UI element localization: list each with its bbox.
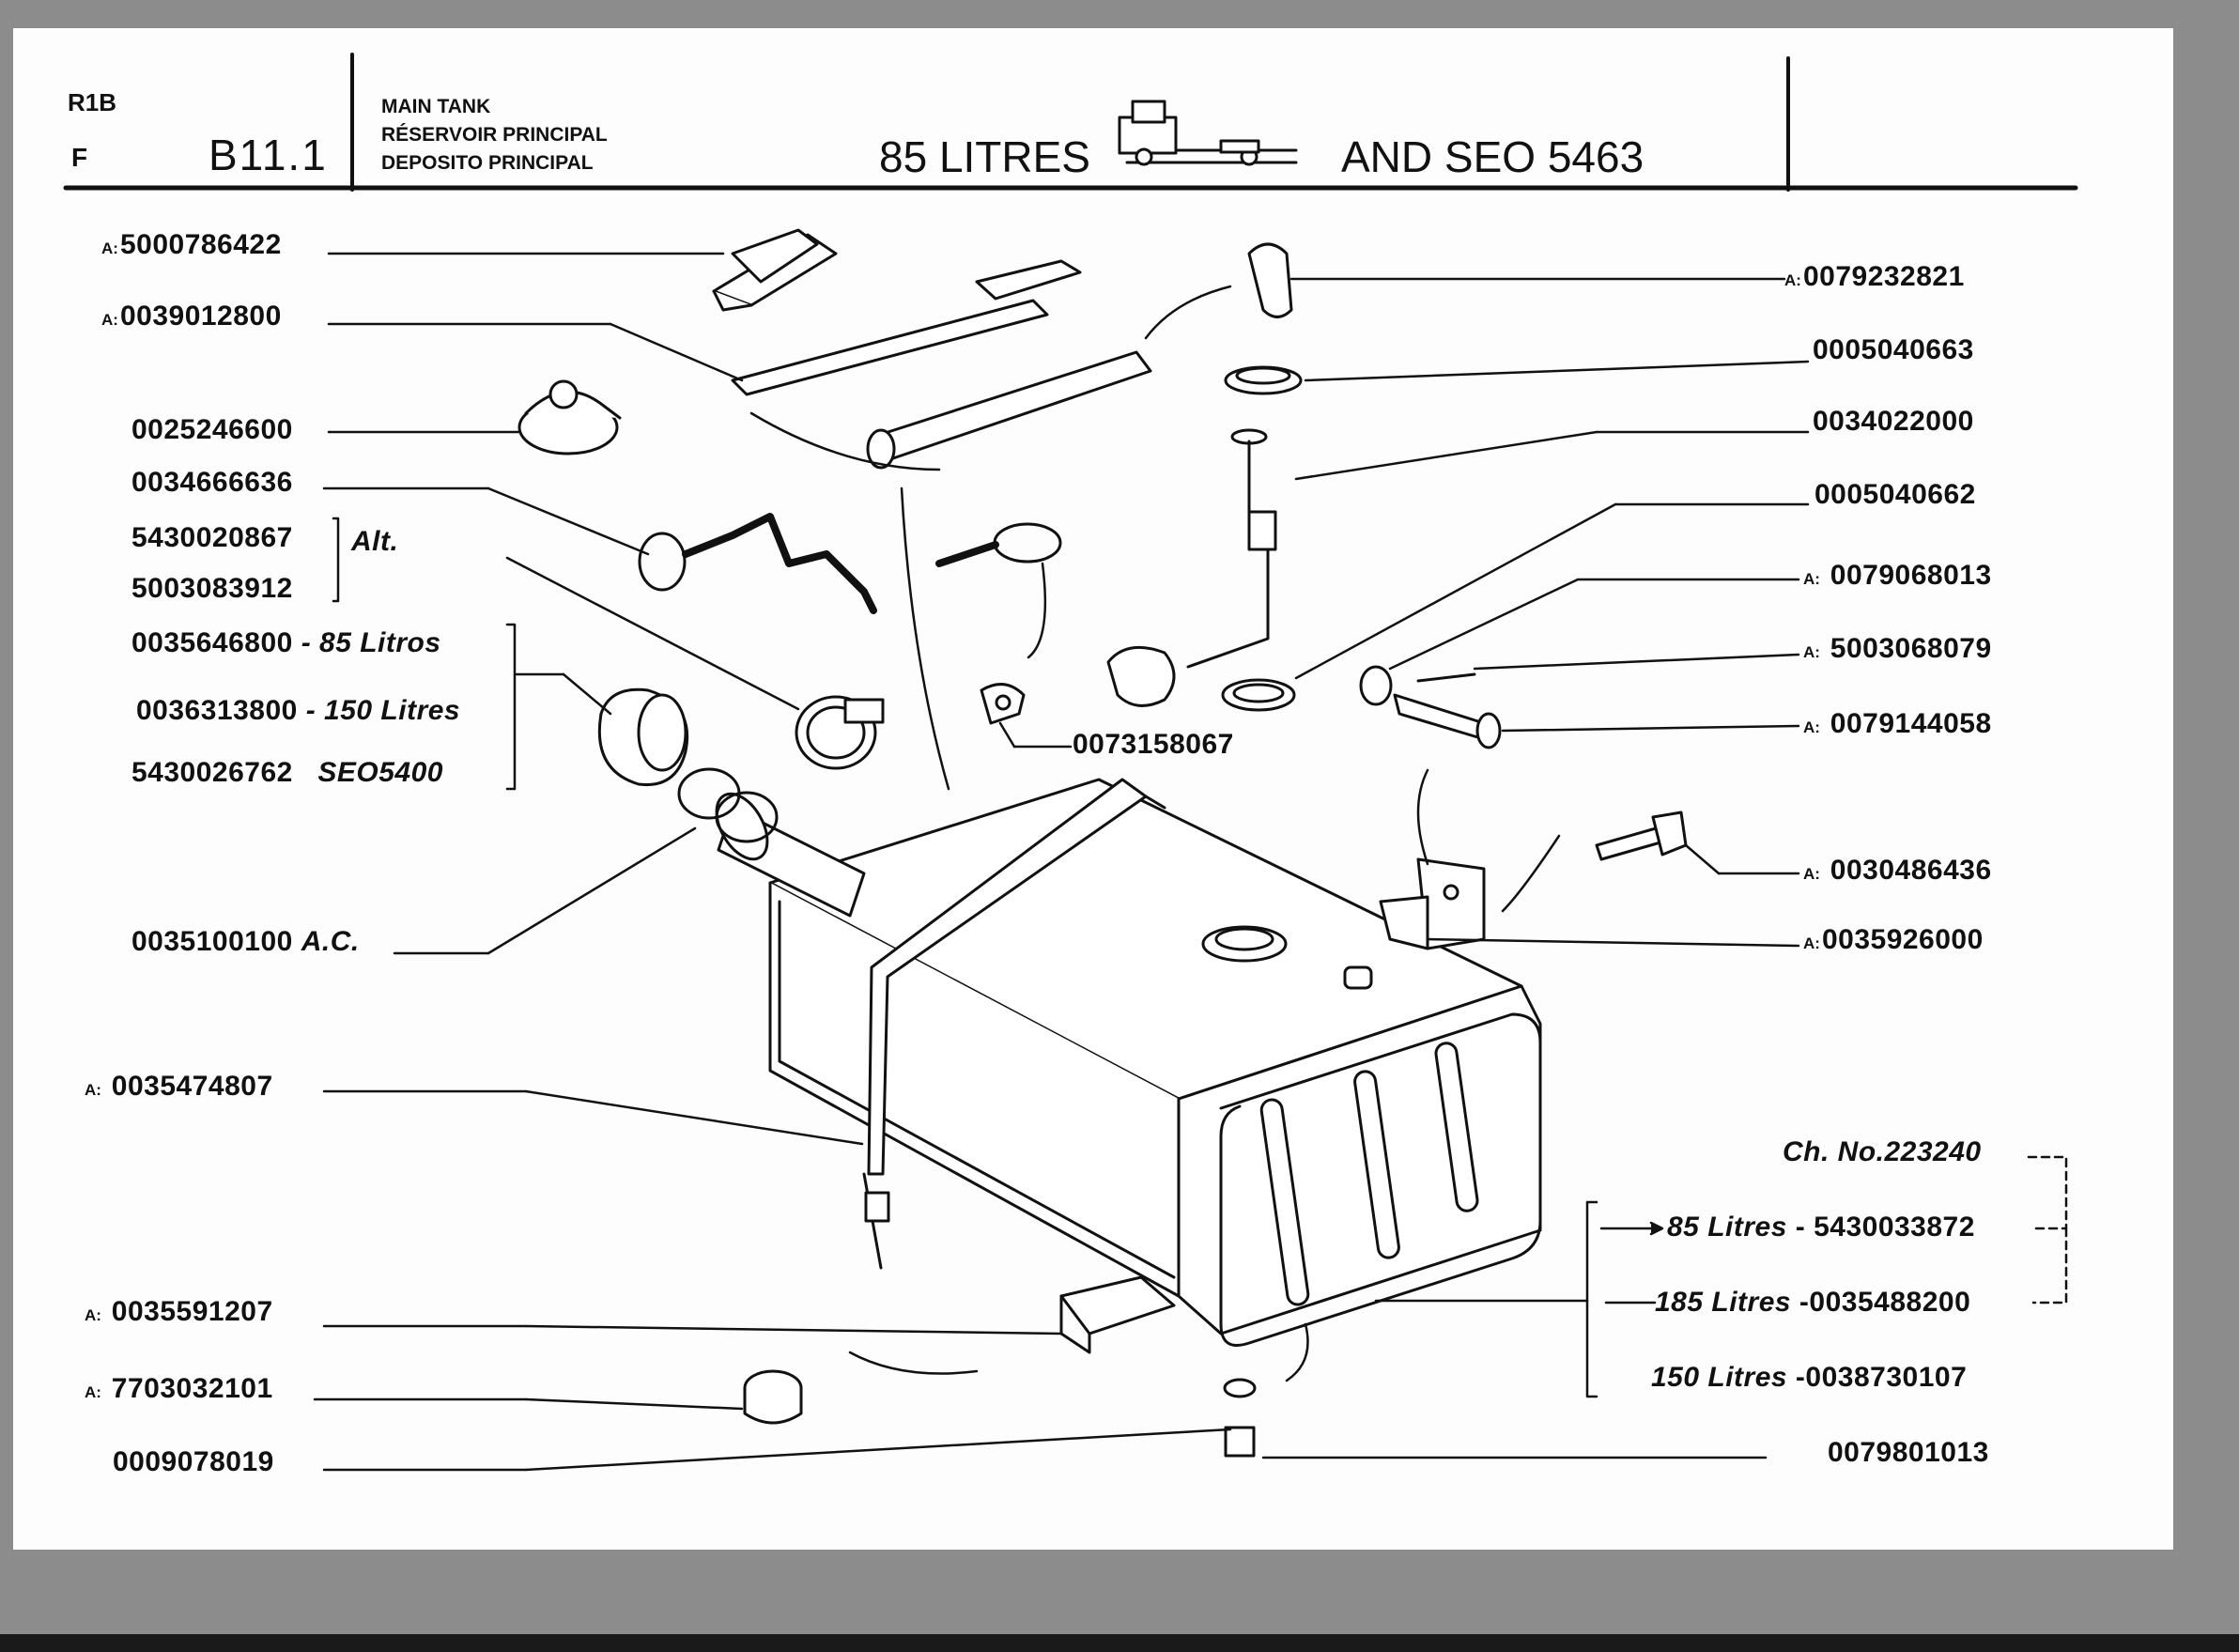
- callout-0035100100: 0035100100 A.C.: [131, 926, 360, 957]
- truck-icon: [1118, 100, 1298, 166]
- callout-0079801013: 0079801013: [1828, 1437, 1989, 1468]
- drain-plug: [1224, 1426, 1256, 1458]
- leader-lines: [313, 252, 2068, 1472]
- washer-part: [1223, 1378, 1257, 1398]
- callout-0009078019: 0009078019: [113, 1446, 274, 1477]
- gasket-part: [980, 683, 1026, 725]
- fuel-sender: [1106, 428, 1277, 707]
- front-support: [1059, 1275, 1176, 1354]
- callout-5430020867: 5430020867: [131, 522, 293, 553]
- callout-0005040662: 0005040662: [1814, 479, 1976, 510]
- group-code: R1B: [68, 88, 117, 116]
- callout-5003083912: 5003083912: [131, 573, 293, 604]
- tank-cap: [597, 687, 689, 787]
- callout-0005040663: 0005040663: [1813, 334, 1974, 365]
- tank-strap: [862, 778, 1166, 1270]
- callout-0025246600: 0025246600: [131, 414, 293, 445]
- bolt-part: [1595, 811, 1688, 861]
- chain-part: [638, 513, 877, 614]
- callout-0034666636: 0034666636: [131, 467, 293, 498]
- version-code: F: [71, 143, 88, 172]
- page-code: B11.1: [208, 131, 328, 179]
- tank-variant-185: 185 Litres -0035488200: [1655, 1287, 1971, 1318]
- title-es: DEPOSITO PRINCIPAL: [381, 152, 594, 174]
- nut-part: [743, 1369, 803, 1425]
- title-en: MAIN TANK: [381, 96, 491, 117]
- callout-5000786422: A:5000786422: [101, 229, 282, 260]
- cap-part: [517, 379, 622, 455]
- chassis-number: Ch. No.223240: [1783, 1136, 1982, 1167]
- callout-0035474807: A: 0035474807: [85, 1071, 273, 1102]
- title-fr: RÉSERVOIR PRINCIPAL: [381, 124, 608, 146]
- capacity-title: 85 LITRES: [879, 132, 1090, 181]
- callout-0036313800: 0036313800 - 150 Litres: [136, 695, 461, 726]
- callout-0035591207: A: 0035591207: [85, 1296, 273, 1327]
- clip-part: [712, 228, 838, 312]
- callout-5003068079: A: 5003068079: [1803, 633, 1992, 664]
- callout-0079068013: A: 0079068013: [1803, 560, 1992, 591]
- callout-0039012800: A:0039012800: [101, 301, 282, 332]
- callout-0079232821: A:0079232821: [1784, 261, 1965, 292]
- clamp-part: [795, 695, 885, 770]
- callout-0035646800: 0035646800 - 85 Litros: [131, 627, 441, 658]
- tank-variant-150: 150 Litres -0038730107: [1651, 1362, 1968, 1393]
- rubber-strip: [866, 350, 1152, 470]
- seal-rings: [677, 767, 779, 843]
- sender-ring-top: [1224, 365, 1303, 395]
- pin-parts: [1359, 665, 1502, 749]
- bracket-strip: [731, 259, 1082, 396]
- sender-ring-bottom: [1221, 678, 1296, 712]
- ring-seal: [935, 522, 1062, 567]
- callout-0079144058: A: 0079144058: [1803, 708, 1992, 739]
- callout-0030486436: A: 0030486436: [1803, 855, 1992, 886]
- alt-label: Alt.: [351, 526, 399, 557]
- callout-0073158067: 0073158067: [1073, 729, 1234, 760]
- tank-variant-85: 85 Litres - 5430033872: [1667, 1212, 1975, 1243]
- option-title: AND SEO 5463: [1341, 132, 1645, 181]
- callout-5430026762: 5430026762 SEO5400: [131, 757, 443, 788]
- callout-0035926000: A:0035926000: [1803, 924, 1984, 955]
- clip-spring: [1247, 242, 1293, 318]
- callout-7703032101: A: 7703032101: [85, 1373, 273, 1404]
- tank-bracket: [1379, 857, 1486, 950]
- callout-0034022000: 0034022000: [1813, 406, 1974, 437]
